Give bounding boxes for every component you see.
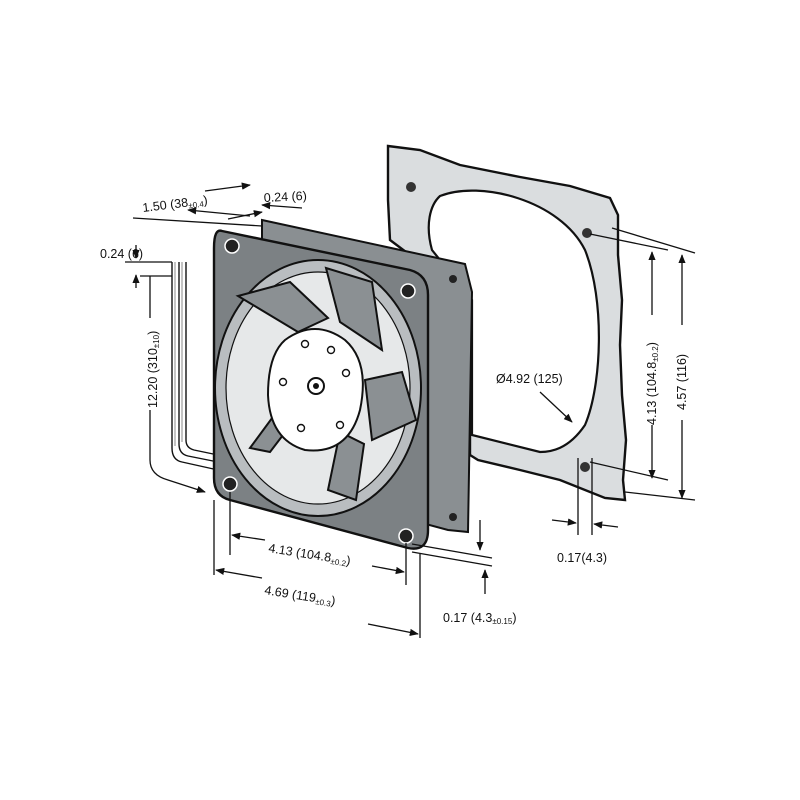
depth-label: 1.50 (38±0.4)	[142, 193, 209, 216]
dimension-lines	[125, 182, 696, 638]
flange-label: 0.24 (6)	[263, 189, 307, 205]
overall-width-label: 4.69 (119±0.3)	[263, 583, 336, 609]
frame-hole-bottom-left	[222, 476, 238, 492]
plate-cutout	[427, 189, 600, 454]
fan-cable	[171, 262, 219, 471]
plate-hole-top-right	[582, 228, 592, 238]
gasket-hole-label: 0.17(4.3)	[557, 551, 607, 565]
plate-hole-top-left	[406, 182, 416, 192]
plate-hole-bottom-right	[580, 462, 590, 472]
frame-hole-top-right	[400, 283, 416, 299]
cutout-diameter-label: Ø4.92 (125)	[496, 372, 563, 386]
plate-height-label: 4.57 (116)	[675, 354, 689, 410]
frame-hole-top-left	[224, 238, 240, 254]
fan-impeller	[235, 266, 418, 502]
hole-diameter-label: 0.17 (4.3±0.15)	[443, 611, 516, 626]
frame-hole-bottom-right	[398, 528, 414, 544]
hole-spacing-bottom-label: 4.13 (104.8±0.2)	[267, 541, 351, 569]
hole-spacing-right-label: 4.13 (104.8±0.2)	[645, 342, 660, 425]
cable-length-label: 12.20 (310±10)	[146, 331, 161, 408]
cable-offset-label: 0.24 (6)	[100, 247, 143, 261]
